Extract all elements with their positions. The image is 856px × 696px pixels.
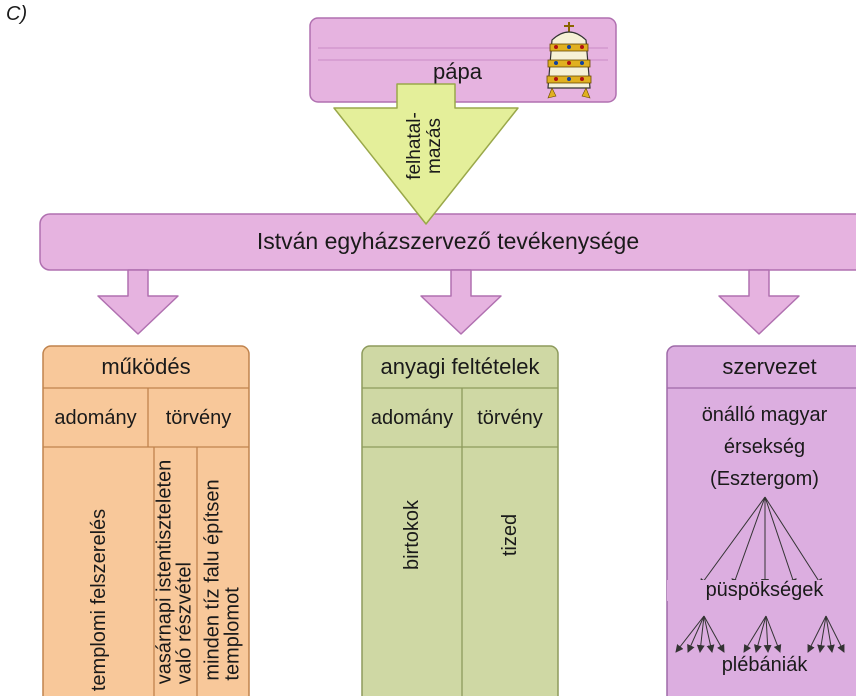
main-box-label: István egyházszervező tevékenysége	[256, 228, 640, 254]
mukodes-title: működés	[101, 354, 191, 379]
arrow-to-anyagi	[420, 269, 502, 335]
pope-box	[309, 17, 617, 103]
column-anyagi	[361, 345, 559, 696]
column-szervezet	[666, 345, 856, 696]
mukodes-sub-torveny: törvény	[165, 407, 232, 429]
anyagi-title: anyagi feltételek	[380, 354, 540, 379]
mukodes-item-vasarnapi: vasárnapi istentiszteleten való részvéte…	[153, 459, 196, 685]
szervezet-line1: önálló magyar	[701, 404, 828, 426]
mukodes-item-minden-tiz-line2: templomot	[222, 587, 244, 681]
authorization-arrow	[333, 83, 519, 225]
anyagi-item-tized: tized	[498, 513, 521, 557]
mukodes-item-templomi: templomi felszerelés	[87, 508, 110, 692]
column-mukodes	[42, 345, 250, 696]
szervezet-title: szervezet	[722, 354, 817, 379]
anyagi-item-birtokok: birtokok	[400, 499, 423, 571]
authorization-line1: felhatal-	[404, 112, 426, 180]
anyagi-sub-torveny: törvény	[477, 407, 543, 429]
szervezet-puspoksegek: püspökségek	[667, 580, 856, 601]
szervezet-line2: érsekség	[723, 436, 806, 458]
szervezet-line3: (Esztergom)	[710, 468, 819, 490]
mukodes-item-minden-tiz-line1: minden tíz falu építsen	[201, 479, 224, 681]
authorization-line2: mazás	[424, 118, 445, 174]
pope-label: pápa	[433, 59, 482, 84]
mukodes-sub-adomany: adomány	[54, 407, 137, 429]
mukodes-item-minden-tiz: minden tíz falu építsen templomot	[201, 479, 244, 681]
papal-tiara-icon	[546, 22, 592, 99]
arrow-to-szervezet	[718, 269, 800, 335]
authorization-label: felhatal- mazás	[404, 112, 445, 180]
szervezet-plebaniak: plébániák	[721, 654, 808, 676]
mukodes-item-vasarnapi-line1: vasárnapi istentiszteleten	[153, 459, 176, 685]
hierarchy-arrows	[675, 496, 845, 653]
corner-label: C)	[6, 3, 28, 25]
mukodes-item-vasarnapi-line2: való részvétel	[174, 562, 196, 685]
arrow-to-mukodes	[97, 269, 179, 335]
anyagi-sub-adomany: adomány	[370, 407, 454, 429]
